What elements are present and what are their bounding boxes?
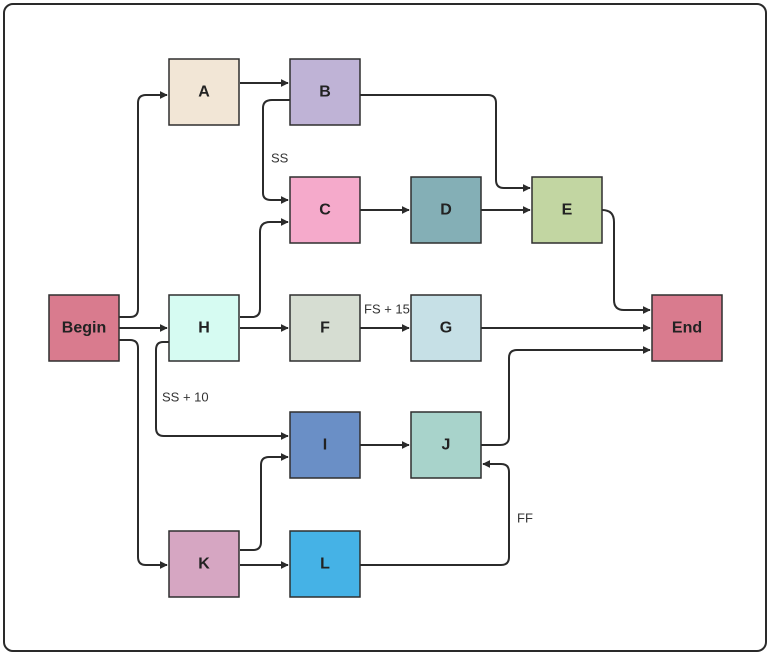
node-box-h[interactable] [168, 294, 240, 362]
node-l[interactable]: L [289, 530, 361, 598]
node-box-a[interactable] [168, 58, 240, 126]
node-i[interactable]: I [289, 411, 361, 479]
node-box-begin[interactable] [48, 294, 120, 362]
node-label-j: J [442, 437, 451, 454]
node-label-b: B [319, 84, 331, 101]
node-label-k: K [198, 556, 210, 573]
node-box-end[interactable] [651, 294, 723, 362]
node-label-h: H [198, 320, 210, 337]
node-box-l[interactable] [289, 530, 361, 598]
node-box-d[interactable] [410, 176, 482, 244]
edge-label-h-to-i: SS + 10 [162, 390, 209, 405]
edge-l-to-j [360, 460, 510, 566]
edge-b-to-e [360, 94, 531, 192]
node-box-f[interactable] [289, 294, 361, 362]
node-label-l: L [320, 556, 330, 573]
edge-label-l-to-j: FF [517, 511, 533, 526]
edge-j-to-end [481, 346, 651, 446]
node-label-e: E [562, 202, 573, 219]
node-box-i[interactable] [289, 411, 361, 479]
node-label-f: F [320, 320, 330, 337]
node-j[interactable]: J [410, 411, 482, 479]
node-end[interactable]: End [651, 294, 723, 362]
edge-label-f-to-g: FS + 15 [364, 302, 410, 317]
node-h[interactable]: H [168, 294, 240, 362]
edge-k-to-i [240, 453, 289, 551]
node-label-g: G [440, 320, 452, 337]
edge-label-b-to-c: SS [271, 151, 289, 166]
node-box-g[interactable] [410, 294, 482, 362]
node-box-b[interactable] [289, 58, 361, 126]
edge-h-to-i [155, 341, 289, 440]
edge-e-to-end [601, 209, 651, 314]
edge-labels: SS SS + 10 FS + 15 FF [162, 151, 533, 526]
edge-begin-to-a [119, 91, 168, 318]
node-box-j[interactable] [410, 411, 482, 479]
node-box-e[interactable] [531, 176, 603, 244]
node-label-end: End [672, 320, 702, 337]
node-e[interactable]: E [531, 176, 603, 244]
node-label-c: C [319, 202, 331, 219]
node-b[interactable]: B [289, 58, 361, 126]
node-box-c[interactable] [289, 176, 361, 244]
node-label-d: D [440, 202, 452, 219]
node-g[interactable]: G [410, 294, 482, 362]
edge-begin-to-k [119, 339, 168, 569]
node-k[interactable]: K [168, 530, 240, 598]
node-label-begin: Begin [62, 320, 106, 337]
edges [119, 79, 651, 569]
node-label-a: A [198, 84, 210, 101]
node-d[interactable]: D [410, 176, 482, 244]
node-label-i: I [323, 437, 327, 454]
node-c[interactable]: C [289, 176, 361, 244]
node-a[interactable]: A [168, 58, 240, 126]
node-f[interactable]: F [289, 294, 361, 362]
edge-h-to-c [240, 218, 289, 318]
edge-b-to-c [262, 99, 290, 204]
node-box-k[interactable] [168, 530, 240, 598]
node-begin[interactable]: Begin [48, 294, 120, 362]
